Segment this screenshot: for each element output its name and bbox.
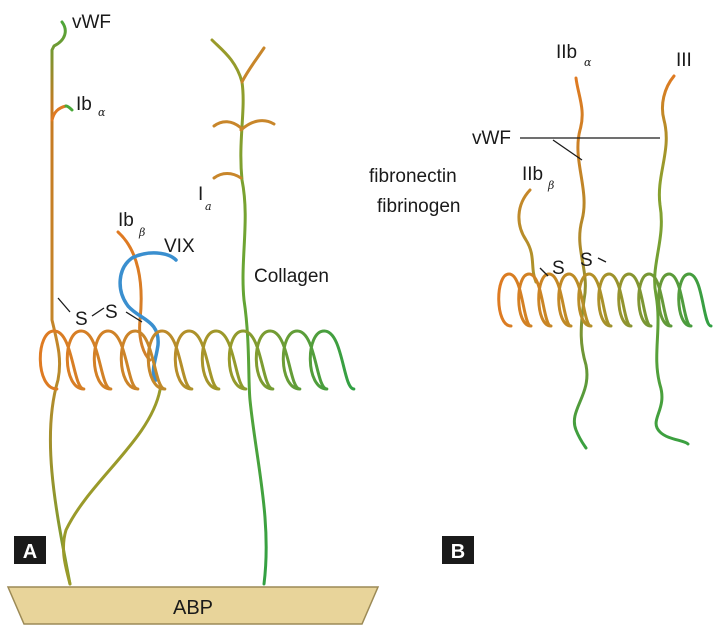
- abp-base: [6, 586, 380, 625]
- coil-to-abp-strand: [62, 388, 162, 586]
- panel-b: IIb α III vWF fibronectin fibrinogen IIb…: [369, 42, 713, 564]
- ib-alpha-label: Ib: [76, 94, 92, 115]
- collagen-branch-mid-right: [239, 119, 276, 132]
- coil-b-helix: [497, 272, 713, 328]
- fibronectin-label: fibronectin: [369, 166, 457, 187]
- panel-a: ABP vWF Ib α Ib β VIX I a Collagen: [6, 12, 380, 625]
- s-left-label-a: S: [75, 309, 88, 330]
- panel-b-badge-text: B: [451, 541, 465, 563]
- ia-sub: a: [205, 200, 212, 213]
- vwf-label-b: vWF: [472, 128, 511, 149]
- fibrinogen-label: fibrinogen: [377, 196, 460, 217]
- collagen-branch-mid-left: [212, 120, 243, 130]
- s-right-label-b: S: [580, 250, 593, 271]
- coil-a-helix: [38, 329, 356, 391]
- iii-strand: [653, 74, 690, 446]
- s-left-label-b: S: [552, 258, 565, 279]
- ib-alpha-branch-tip: [64, 104, 74, 112]
- s-right-leader: [125, 311, 143, 323]
- iib-beta-label: IIb: [522, 164, 543, 185]
- s-left-leader: [57, 297, 71, 313]
- abp-label: ABP: [173, 597, 213, 619]
- coil-b: [497, 272, 713, 328]
- vwf-leader-diag: [552, 139, 583, 161]
- ib-beta-label: Ib: [118, 210, 134, 231]
- ib-alpha-sub: α: [98, 106, 106, 119]
- s-left-leader-b: [539, 267, 549, 277]
- iib-alpha-sub: α: [584, 56, 592, 69]
- coil-a: [38, 329, 356, 391]
- s-mid-leader: [91, 307, 105, 317]
- panel-b-badge: [442, 536, 474, 564]
- iib-beta-strand: [517, 188, 538, 284]
- collagen-branch-top: [240, 46, 266, 84]
- vix-label: VIX: [164, 236, 195, 257]
- panel-a-badge-text: A: [23, 541, 37, 563]
- s-right-label-a: S: [105, 302, 118, 323]
- iib-alpha-label: IIb: [556, 42, 577, 63]
- vwf-label-a: vWF: [72, 12, 111, 33]
- iib-beta-sub: β: [547, 179, 554, 192]
- collagen-branch-low: [212, 172, 243, 180]
- panel-a-badge: [14, 536, 46, 564]
- iib-alpha-strand: [572, 76, 589, 450]
- collagen-label: Collagen: [254, 266, 329, 287]
- ib-beta-sub: β: [138, 226, 145, 239]
- s-right-leader-b: [597, 257, 607, 263]
- iii-label: III: [676, 50, 692, 71]
- ib-alpha-strand: [48, 20, 72, 586]
- ib-beta-strand: [116, 230, 152, 362]
- vix-strand: [118, 251, 178, 382]
- ib-alpha-branch: [50, 104, 68, 122]
- ia-label: I: [198, 184, 203, 205]
